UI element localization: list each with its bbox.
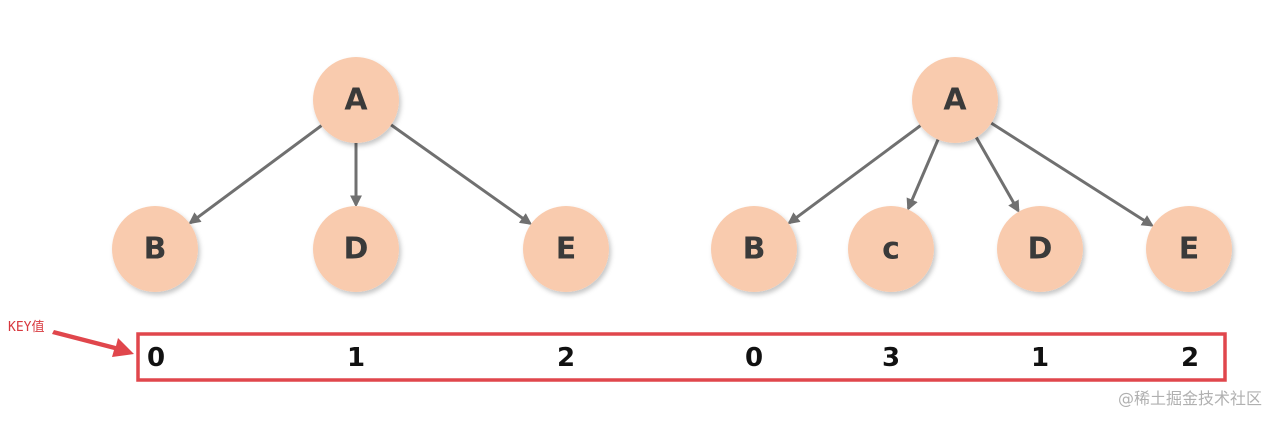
left-edge-a-to-e [390, 123, 533, 225]
left-node-a-label: A [344, 83, 368, 118]
right-edge-a-to-e [990, 121, 1154, 227]
right-key-d: 1 [1031, 343, 1049, 373]
left-node-e-label: E [556, 232, 577, 267]
watermark: @稀土掘金技术社区 [1118, 389, 1262, 408]
left-node-a-circle [313, 57, 399, 143]
keys-layer: 0 1 2 0 3 1 2 [147, 343, 1199, 373]
right-edge-a-to-c [906, 138, 940, 211]
left-node-b-circle [112, 206, 198, 292]
right-node-e-label: E [1179, 232, 1200, 267]
right-key-e: 2 [1181, 343, 1199, 373]
right-node-b-label: B [743, 232, 766, 267]
left-node-b-label: B [144, 232, 167, 267]
edges-layer [188, 121, 1154, 227]
right-node-b: B [711, 206, 797, 292]
left-node-d-label: D [344, 232, 369, 267]
left-node-d: D [313, 206, 399, 292]
right-node-d-circle [997, 206, 1083, 292]
right-node-b-circle [711, 206, 797, 292]
right-node-a-circle [912, 57, 998, 143]
key-values-box [136, 332, 1227, 382]
right-node-a-label: A [943, 83, 967, 118]
left-node-e: E [523, 206, 609, 292]
right-node-d: D [997, 206, 1083, 292]
left-key-b: 0 [147, 343, 165, 373]
left-key-e: 2 [557, 343, 575, 373]
key-annotation-label: KEY值 [8, 319, 44, 335]
left-node-b: B [112, 206, 198, 292]
right-node-c-label: c [882, 232, 900, 267]
key-annotation-arrow [52, 330, 134, 357]
right-node-a: A [912, 57, 998, 143]
left-edge-a-to-b [188, 124, 323, 225]
right-key-b: 0 [745, 343, 763, 373]
right-node-e: E [1146, 206, 1232, 292]
right-node-c: c [848, 206, 934, 292]
right-node-e-circle [1146, 206, 1232, 292]
left-node-a: A [313, 57, 399, 143]
right-key-c: 3 [882, 343, 900, 373]
right-edge-a-to-d [975, 136, 1020, 213]
right-node-c-circle [848, 206, 934, 292]
right-edge-a-to-b [787, 124, 922, 225]
right-node-d-label: D [1028, 232, 1053, 267]
left-node-e-circle [523, 206, 609, 292]
left-key-d: 1 [347, 343, 365, 373]
left-node-d-circle [313, 206, 399, 292]
